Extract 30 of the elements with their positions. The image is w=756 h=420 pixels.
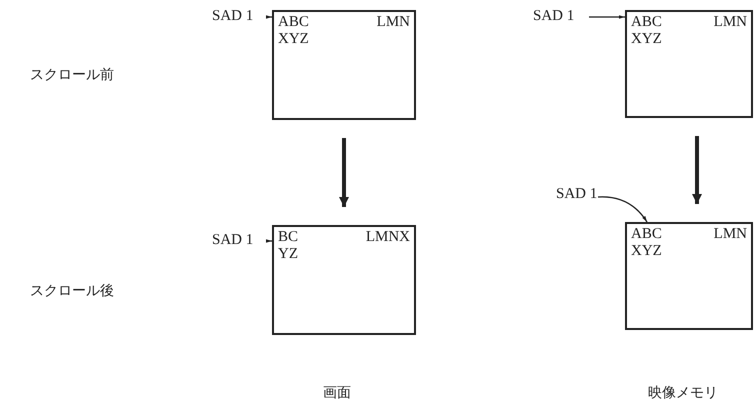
address-text: SAD 1: [212, 232, 254, 249]
arrow: [692, 136, 702, 204]
address-text: SAD 1: [533, 8, 574, 25]
screen-text: XYZ: [631, 243, 662, 260]
address-text: SAD 1: [212, 8, 254, 25]
screen-text: LMNX: [366, 229, 410, 246]
screen-text: LMN: [714, 226, 747, 243]
screen-frame: [272, 225, 416, 335]
screen-text: XYZ: [631, 31, 662, 48]
arrow: [266, 15, 272, 19]
screen-text: YZ: [278, 246, 298, 263]
screen-text: ABC: [631, 14, 662, 31]
screen-text: ABC: [631, 226, 662, 243]
arrow: [589, 15, 625, 19]
arrow: [266, 239, 272, 243]
address-text: SAD 1: [556, 186, 598, 203]
arrow: [339, 138, 349, 207]
row-label: スクロール前: [30, 66, 114, 84]
screen-text: BC: [278, 229, 298, 246]
screen-text: ABC: [278, 14, 309, 31]
screen-text: LMN: [714, 14, 747, 31]
screen-frame: [625, 10, 753, 118]
screen-text: LMN: [376, 14, 410, 31]
screen-text: XYZ: [278, 31, 309, 48]
column-caption: 映像メモリ: [648, 384, 718, 402]
column-caption: 画面: [323, 384, 351, 402]
row-label: スクロール後: [30, 282, 114, 300]
arrow: [598, 196, 648, 222]
screen-frame: [272, 10, 416, 120]
screen-frame: [625, 222, 753, 330]
